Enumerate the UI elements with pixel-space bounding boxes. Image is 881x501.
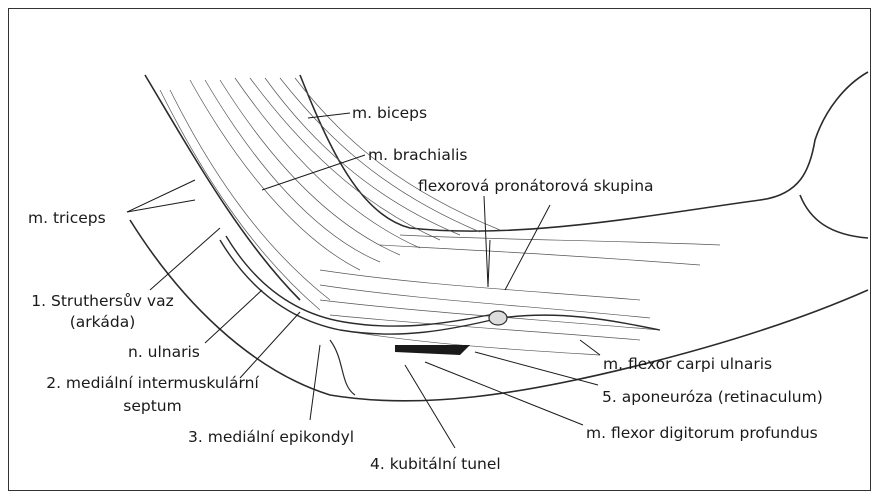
label-epicondyle: 3. mediální epikondyl (188, 428, 354, 446)
aponeurosis-knot (489, 311, 507, 325)
label-triceps: m. triceps (28, 209, 106, 227)
label-brachialis: m. brachialis (368, 146, 468, 164)
label-biceps: m. biceps (352, 104, 427, 122)
label-fcu: m. flexor carpi ulnaris (603, 355, 772, 373)
muscle-fibres (160, 78, 720, 355)
label-fdp: m. flexor digitorum profundus (586, 424, 818, 442)
label-struthers-line1: 1. Struthersův vaz (20, 292, 185, 310)
label-aponeurosis: 5. aponeuróza (retinaculum) (602, 388, 823, 406)
label-cubital-tunnel: 4. kubitální tunel (370, 455, 501, 473)
label-struthers-line2: (arkáda) (20, 313, 185, 331)
epicondyle-outline (330, 340, 355, 395)
label-septum-line1: 2. mediální intermuskulární (20, 374, 285, 392)
label-septum-line2: septum (20, 397, 285, 415)
label-flexor-group: flexorová pronátorová skupina (418, 177, 654, 195)
tunnel-shadow (395, 345, 470, 355)
arm-outline (130, 72, 868, 401)
label-ulnar-nerve: n. ulnaris (128, 343, 200, 361)
